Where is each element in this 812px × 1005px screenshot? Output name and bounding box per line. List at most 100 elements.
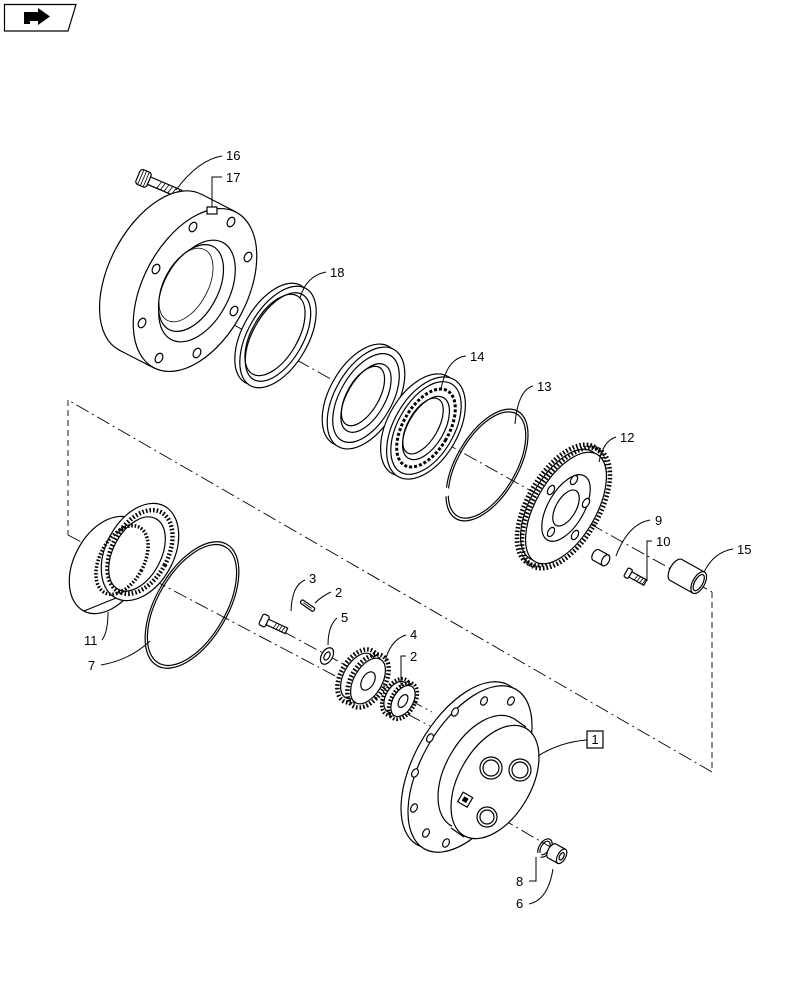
leader-line-11 bbox=[101, 611, 109, 641]
washer-inner bbox=[323, 651, 331, 661]
cup-bore bbox=[340, 365, 386, 427]
carrier-bore-upper-left-inner bbox=[482, 759, 500, 777]
callout-2-gear[interactable]: 2 bbox=[410, 649, 417, 664]
cone-bore bbox=[402, 397, 444, 455]
pinion-bore bbox=[397, 694, 409, 708]
centerline-upper-return bbox=[67, 399, 713, 773]
leader-line-10 bbox=[646, 540, 652, 581]
callout-12[interactable]: 12 bbox=[620, 430, 634, 445]
leader-line-16 bbox=[175, 155, 223, 191]
gear-hole bbox=[569, 474, 579, 486]
bolt-thread bbox=[633, 574, 647, 585]
callout-1-box bbox=[586, 730, 604, 749]
bolt-hole bbox=[226, 216, 236, 228]
planet-gear-front-teeth bbox=[345, 652, 391, 710]
leader-line-14 bbox=[440, 355, 467, 390]
cone-cage bbox=[390, 381, 462, 475]
callout-5[interactable]: 5 bbox=[341, 610, 348, 625]
callout-14[interactable]: 14 bbox=[470, 349, 484, 364]
bushing-front bbox=[690, 571, 708, 595]
cone-rollers bbox=[395, 387, 457, 469]
part-1-planet-carrier bbox=[400, 681, 540, 853]
callout-16[interactable]: 16 bbox=[226, 148, 240, 163]
callout-7[interactable]: 7 bbox=[88, 658, 95, 673]
seal-lip bbox=[244, 293, 306, 377]
leader-line-5 bbox=[327, 617, 338, 646]
callout-15[interactable]: 15 bbox=[737, 542, 751, 557]
callouts: 16 17 18 14 13 12 9 10 15 3 2 5 4 2 1 11… bbox=[84, 148, 751, 911]
gear-bore bbox=[552, 489, 580, 527]
part-18-seal-ring bbox=[234, 282, 317, 389]
callout-2-pin[interactable]: 2 bbox=[335, 585, 342, 600]
part-2-roll-pin bbox=[299, 599, 316, 612]
nav-icon-frame bbox=[3, 3, 77, 32]
housing-silhouette bbox=[118, 193, 237, 369]
snap-washer-gap bbox=[536, 852, 542, 858]
bushing-sides bbox=[669, 558, 705, 594]
snap-ring-outer bbox=[445, 408, 529, 522]
leader-line-7 bbox=[100, 640, 151, 666]
bolt-hole bbox=[450, 707, 460, 717]
part-15-bushing bbox=[667, 558, 708, 595]
part-6-plug bbox=[546, 843, 568, 865]
part-14-bearing-cone bbox=[380, 373, 466, 480]
bolt-hole bbox=[188, 221, 198, 233]
callout-17[interactable]: 17 bbox=[226, 170, 240, 185]
leader-line-4 bbox=[384, 634, 407, 663]
carrier-bore-upper-right-inner bbox=[511, 761, 529, 779]
callout-10[interactable]: 10 bbox=[656, 534, 670, 549]
part-11-ring-gear bbox=[68, 502, 180, 615]
plug-body bbox=[548, 844, 566, 864]
bolt-hole bbox=[154, 352, 164, 364]
ring-gear-inner bbox=[108, 516, 166, 592]
part-12-gear-plate bbox=[514, 442, 613, 571]
pin-front bbox=[600, 554, 611, 567]
callout-6[interactable]: 6 bbox=[516, 896, 523, 911]
plug-socket bbox=[558, 852, 565, 861]
gear-hole bbox=[546, 526, 556, 538]
carrier-bolt-holes bbox=[409, 696, 516, 848]
callout-18[interactable]: 18 bbox=[330, 265, 344, 280]
snap-ring-gap bbox=[441, 487, 451, 497]
bolt-shaft bbox=[628, 570, 648, 587]
bolt-thread bbox=[272, 622, 286, 633]
leader-line-2-pin bbox=[314, 591, 332, 604]
housing-bore-inner bbox=[157, 244, 225, 332]
washer-outer bbox=[319, 647, 335, 665]
callout-3[interactable]: 3 bbox=[309, 571, 316, 586]
o-ring-outer bbox=[144, 541, 240, 669]
carrier-boss-silhouette bbox=[450, 717, 527, 838]
centerline-planet-axis bbox=[261, 619, 433, 713]
bolt-hole bbox=[479, 696, 489, 706]
plug-sides bbox=[547, 843, 566, 864]
gear-hub bbox=[541, 474, 591, 542]
leader-line-12 bbox=[598, 436, 617, 463]
leader-line-9 bbox=[615, 519, 651, 557]
carrier-fill-plug-inner bbox=[461, 796, 469, 804]
bolt-hole bbox=[441, 838, 451, 848]
part-10-bolt bbox=[623, 567, 648, 587]
part-4-planet-gear bbox=[335, 647, 391, 710]
housing-bore-step bbox=[158, 247, 214, 323]
bolt-hole bbox=[425, 733, 435, 743]
callout-13[interactable]: 13 bbox=[537, 379, 551, 394]
housing-notch bbox=[206, 206, 218, 215]
carrier-bore-lower-inner bbox=[479, 809, 495, 825]
bolt-hole bbox=[229, 305, 239, 317]
callout-1[interactable]: 1 bbox=[591, 732, 598, 747]
callout-8[interactable]: 8 bbox=[516, 874, 523, 889]
nav-icon-box[interactable] bbox=[3, 3, 77, 32]
leader-line-15 bbox=[703, 548, 734, 573]
leader-line-17 bbox=[211, 176, 222, 207]
cup-race bbox=[332, 353, 400, 443]
carrier-face bbox=[450, 724, 540, 840]
bolt-hole bbox=[151, 263, 161, 275]
stud-thread bbox=[156, 181, 181, 197]
callout-4[interactable]: 4 bbox=[410, 627, 417, 642]
ring-gear-far-teeth bbox=[94, 523, 150, 597]
callout-11[interactable]: 11 bbox=[84, 633, 98, 648]
gear-front-teeth bbox=[519, 445, 613, 571]
leader-line-8 bbox=[529, 857, 537, 882]
callout-9[interactable]: 9 bbox=[655, 513, 662, 528]
